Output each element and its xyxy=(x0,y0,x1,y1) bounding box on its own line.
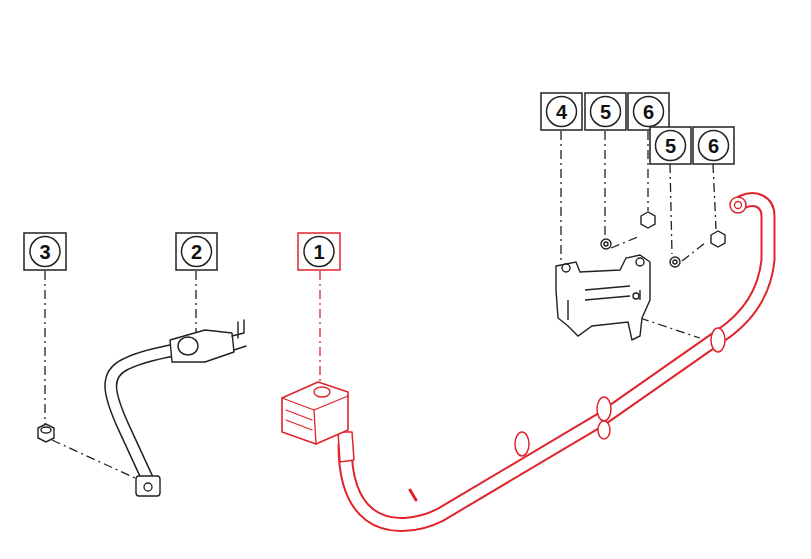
callout-number: 2 xyxy=(191,242,202,262)
callout-number: 4 xyxy=(556,102,567,122)
callout-number: 6 xyxy=(708,136,719,156)
callout-label: 5 xyxy=(585,93,626,130)
callout-label: 6 xyxy=(628,93,669,130)
callout-label: 2 xyxy=(176,233,217,270)
callout-label: 6 xyxy=(693,127,734,164)
callout-label: 4 xyxy=(541,93,582,130)
leader-lines xyxy=(45,131,716,478)
cable-1 xyxy=(282,197,768,524)
callout-label: 3 xyxy=(24,233,66,270)
bracket-4 xyxy=(556,255,650,340)
callout-number: 6 xyxy=(643,102,654,122)
callout-label: 1 xyxy=(298,233,340,270)
callout-label: 5 xyxy=(650,127,691,164)
nuts-5-6 xyxy=(601,212,725,267)
callout-number: 5 xyxy=(600,102,611,122)
cable-2 xyxy=(111,320,246,496)
callout-number: 5 xyxy=(665,136,676,156)
callout-frames xyxy=(24,93,734,270)
leader-line xyxy=(319,271,320,382)
callout-number: 3 xyxy=(39,242,50,262)
nut-3 xyxy=(38,424,54,442)
callout-number: 1 xyxy=(313,242,324,262)
